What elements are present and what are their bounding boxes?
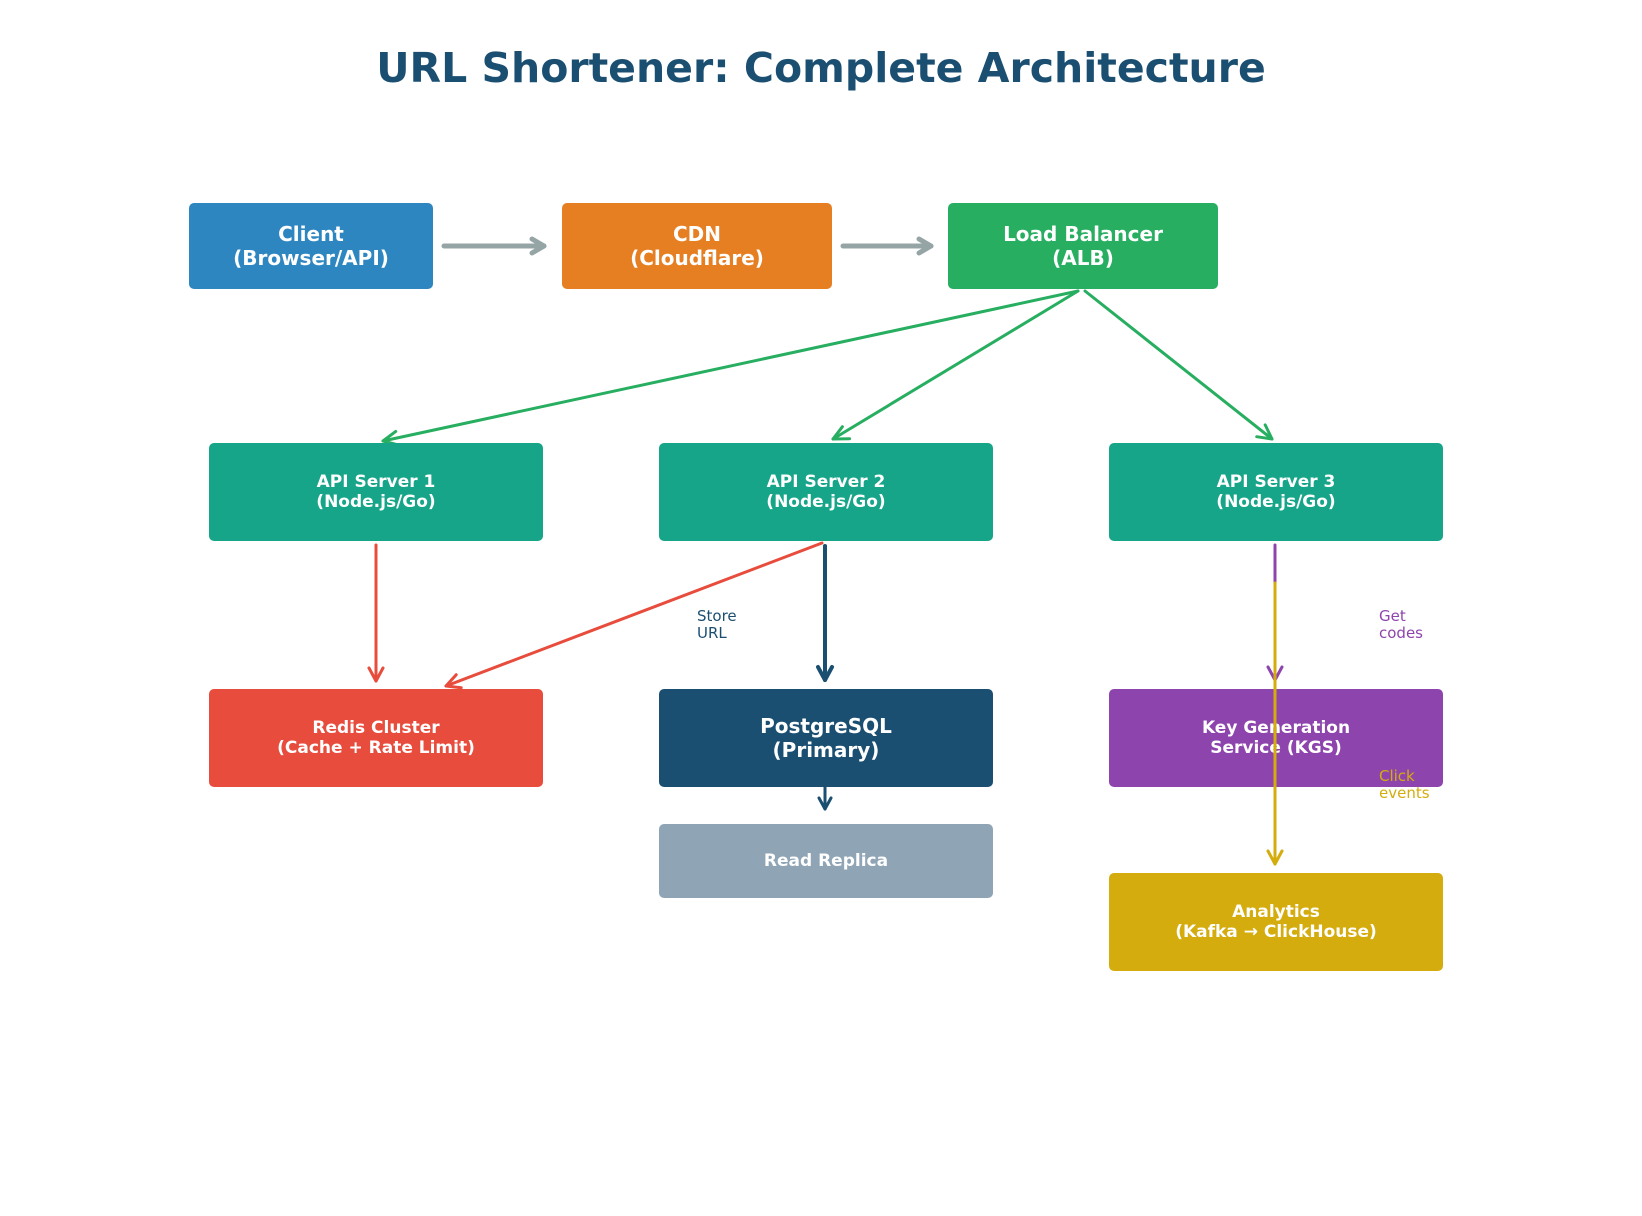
api-server-1-node: API Server 1 (Node.js/Go) (209, 443, 543, 541)
edge-load-balancer-api-server-1 (381, 289, 1080, 447)
edge-load-balancer-api-server-2 (831, 289, 1080, 441)
edge-api-server-2-redis (444, 541, 824, 690)
edge-postgres-replica (817, 785, 833, 811)
edge-label-store-url: Store URL (697, 607, 737, 642)
edge-load-balancer-api-server-3 (1083, 289, 1274, 441)
edge-label-get-codes: Get codes (1379, 607, 1423, 642)
edge-client-cdn (441, 236, 547, 256)
postgresql-primary-node: PostgreSQL (Primary) (659, 689, 993, 787)
read-replica-node: Read Replica (659, 824, 993, 898)
cdn-node: CDN (Cloudflare) (562, 203, 832, 289)
api-server-2-node: API Server 2 (Node.js/Go) (659, 443, 993, 541)
diagram-title: URL Shortener: Complete Architecture (376, 44, 1266, 92)
edge-api-server-2-postgres (816, 544, 834, 682)
edge-api-server-1-redis (367, 543, 385, 683)
edge-cdn-load-balancer (840, 236, 934, 256)
load-balancer-node: Load Balancer (ALB) (948, 203, 1218, 289)
api-server-3-node: API Server 3 (Node.js/Go) (1109, 443, 1443, 541)
redis-cluster-node: Redis Cluster (Cache + Rate Limit) (209, 689, 543, 787)
analytics-node: Analytics (Kafka → ClickHouse) (1109, 873, 1443, 971)
client-node: Client (Browser/API) (189, 203, 433, 289)
edge-label-click-events: Click events (1379, 767, 1430, 802)
